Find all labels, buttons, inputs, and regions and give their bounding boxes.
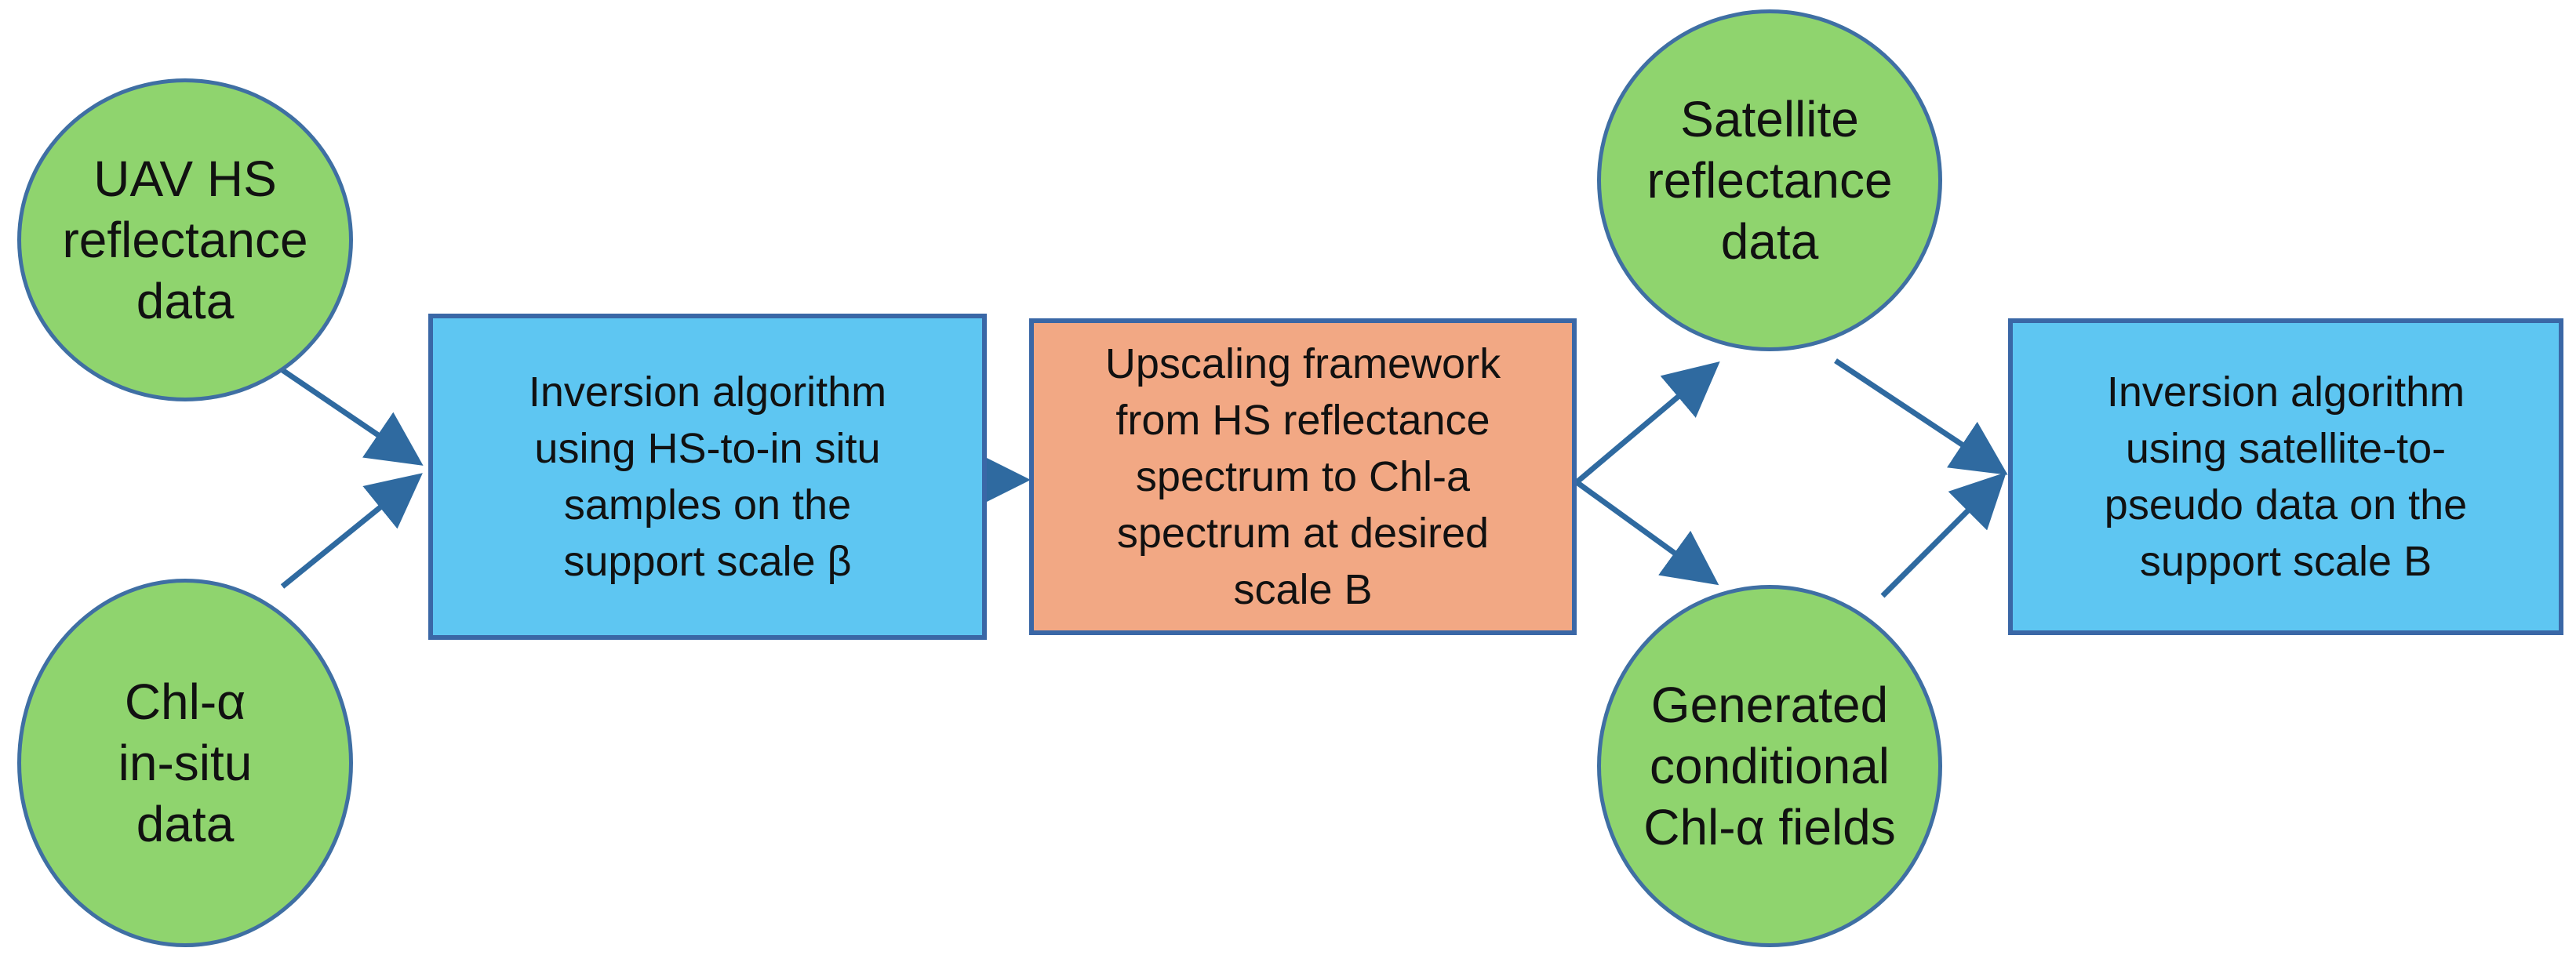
uav-hs-reflectance-node: UAV HS reflectance data (17, 78, 353, 401)
generated-conditional-label: Generated conditional Chl-α fields (1643, 677, 1896, 855)
satellite-reflectance-label: Satellite reflectance data (1646, 91, 1893, 270)
inversion-algorithm-b-label: Inversion algorithm using satellite-to- … (2104, 369, 2468, 585)
satellite-reflectance-node: Satellite reflectance data (1597, 9, 1942, 351)
chl-insitu-node: Chl-α in-situ data (17, 579, 353, 947)
arrow-upscaling-to-satellite (1574, 361, 1720, 485)
arrow-satellite-to-inversion2 (1834, 358, 2008, 475)
arrow-generated-to-inversion2 (1880, 472, 2007, 598)
uav-hs-reflectance-label: UAV HS reflectance data (62, 151, 308, 329)
inversion-algorithm-beta-box: Inversion algorithm using HS-to-in situ … (428, 314, 987, 640)
arrow-upscaling-to-generated (1574, 480, 1719, 586)
inversion-algorithm-beta-label: Inversion algorithm using HS-to-in situ … (528, 369, 887, 585)
chl-insitu-label: Chl-α in-situ data (118, 674, 253, 852)
arrow-uav-to-inversion1 (281, 368, 424, 466)
generated-conditional-node: Generated conditional Chl-α fields (1597, 585, 1942, 947)
upscaling-framework-box: Upscaling framework from HS reflectance … (1029, 318, 1577, 635)
upscaling-framework-label: Upscaling framework from HS reflectance … (1104, 340, 1501, 613)
inversion-algorithm-b-box: Inversion algorithm using satellite-to- … (2008, 318, 2563, 635)
arrow-chl-insitu-to-inversion1 (280, 473, 423, 589)
